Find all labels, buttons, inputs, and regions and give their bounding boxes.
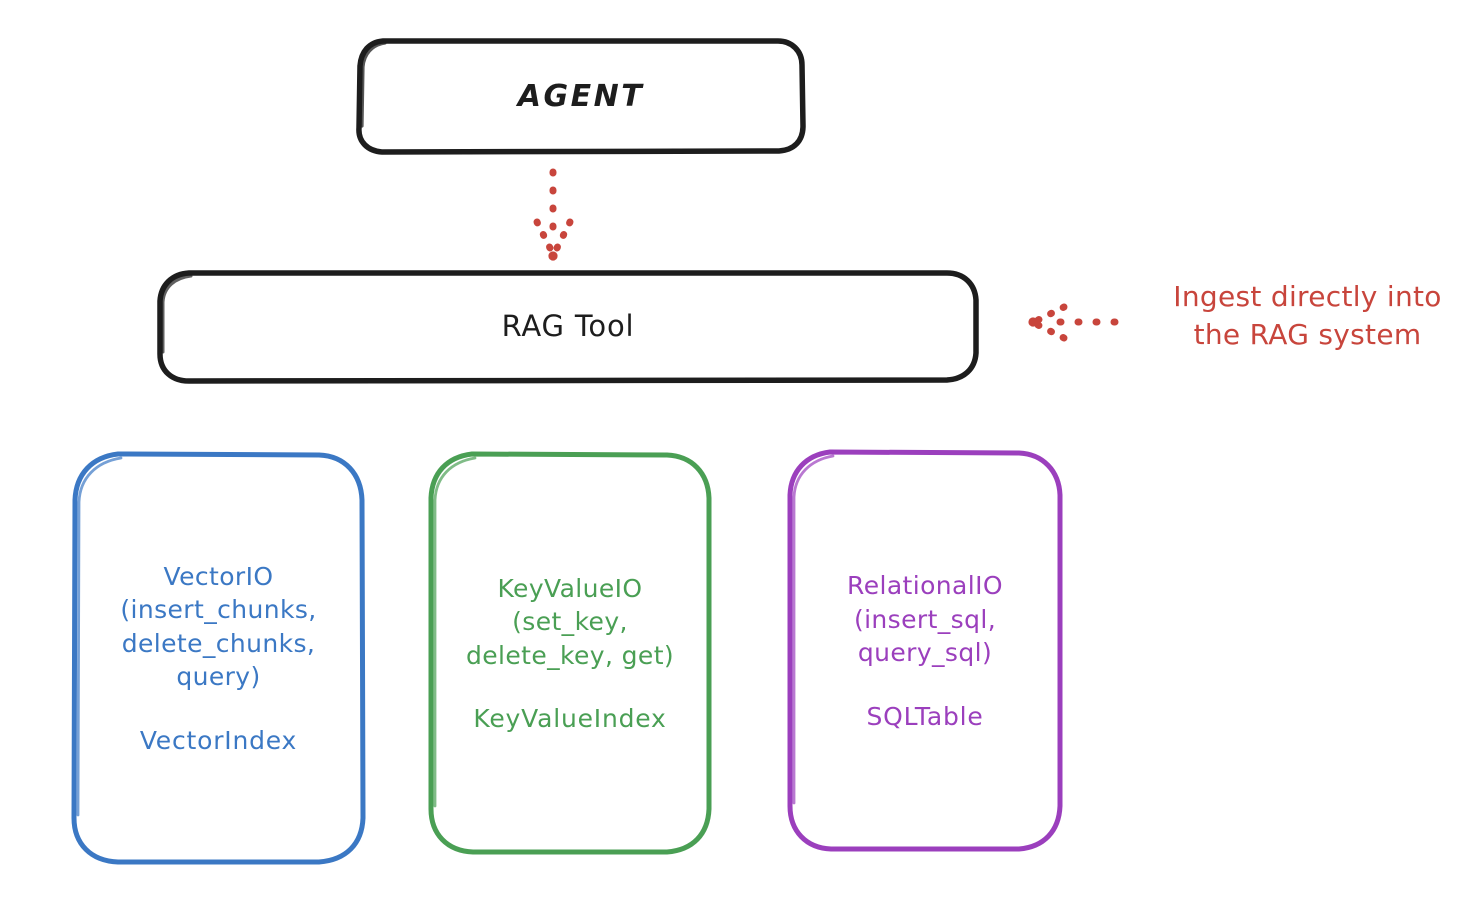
node-vector-io[interactable]: VectorIO (insert_chunks, delete_chunks, … xyxy=(70,450,367,867)
node-key-value-io-index: KeyValueIndex xyxy=(473,704,667,733)
node-key-value-io[interactable]: KeyValueIO (set_key, delete_key, get) Ke… xyxy=(426,450,714,857)
arrow-ingest-to-rag-tool xyxy=(1028,303,1119,342)
node-agent[interactable]: AGENT xyxy=(355,36,807,156)
node-relational-io-api: RelationalIO (insert_sql, query_sql) xyxy=(847,571,1003,667)
node-agent-label: AGENT xyxy=(517,78,645,114)
node-vector-io-api: VectorIO (insert_chunks, delete_chunks, … xyxy=(120,561,317,692)
node-relational-io-index: SQLTable xyxy=(866,701,984,731)
node-rag-tool[interactable]: RAG Tool xyxy=(155,268,981,385)
annotation-ingest-label: Ingest directly into the RAG system xyxy=(1173,280,1442,352)
node-vector-io-index: VectorIndex xyxy=(139,725,298,755)
node-key-value-io-api: KeyValueIO (set_key, delete_key, get) xyxy=(465,573,675,670)
node-relational-io[interactable]: RelationalIO (insert_sql, query_sql) SQL… xyxy=(785,448,1065,854)
node-rag-tool-label: RAG Tool xyxy=(501,308,635,343)
arrow-agent-to-rag-tool xyxy=(533,168,574,261)
